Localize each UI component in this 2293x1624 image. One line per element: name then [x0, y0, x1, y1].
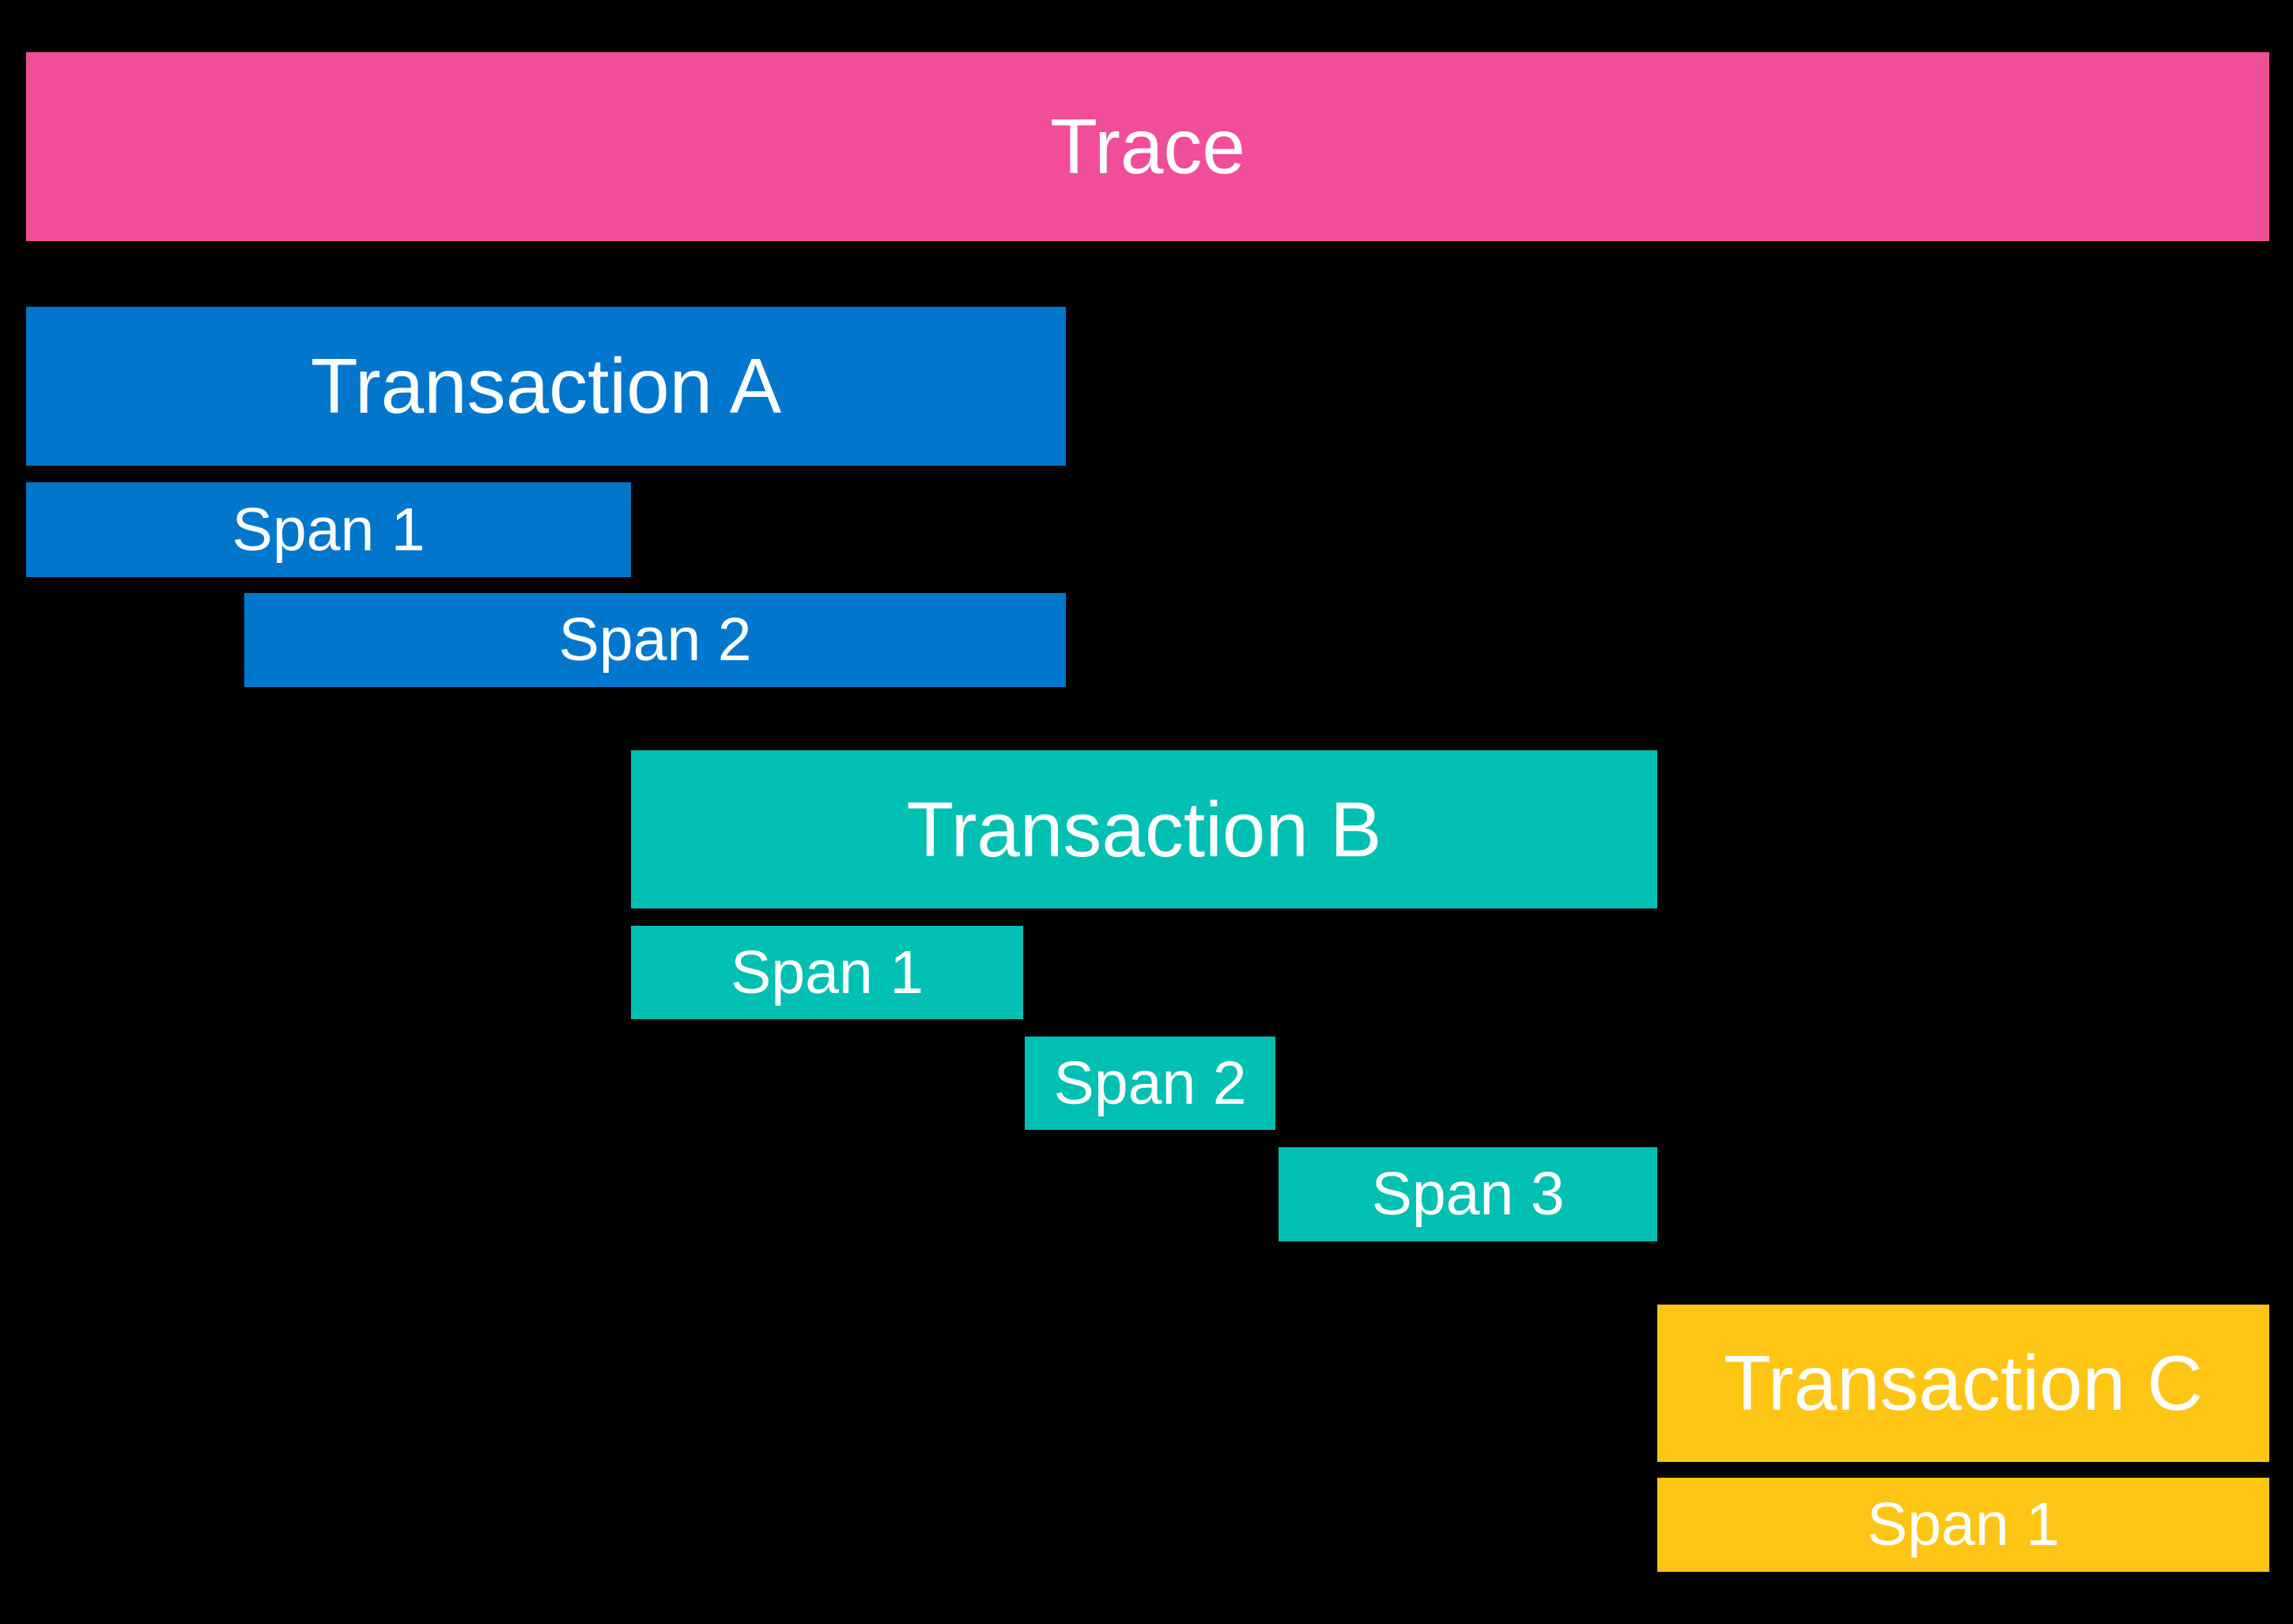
transaction-c-span-1-label: Span 1 [1866, 1490, 2061, 1558]
trace-bar: Trace [26, 52, 2269, 241]
transaction-a-span-1-label: Span 1 [232, 495, 425, 564]
transaction-c-span-1-bar: Span 1 [1657, 1478, 2269, 1572]
transaction-b-bar: Transaction B [631, 750, 1657, 908]
trace-label: Trace [1050, 103, 1245, 190]
transaction-b-label: Transaction B [906, 785, 1382, 873]
transaction-b-span-3-bar: Span 3 [1279, 1147, 1657, 1241]
transaction-a-span-2-bar: Span 2 [244, 593, 1066, 687]
transaction-c-label: Transaction C [1723, 1339, 2204, 1426]
transaction-a-span-2-label: Span 2 [558, 606, 752, 674]
transaction-b-span-1-label: Span 1 [730, 938, 924, 1007]
transaction-a-label: Transaction A [310, 342, 782, 429]
transaction-b-span-2-bar: Span 2 [1025, 1037, 1275, 1130]
transaction-c-bar: Transaction C [1657, 1305, 2269, 1462]
transaction-a-span-1-bar: Span 1 [26, 482, 631, 577]
transaction-a-bar: Transaction A [26, 307, 1066, 466]
transaction-b-span-2-label: Span 2 [1053, 1048, 1247, 1117]
transaction-b-span-3-label: Span 3 [1371, 1160, 1565, 1228]
transaction-b-span-1-bar: Span 1 [631, 926, 1023, 1019]
